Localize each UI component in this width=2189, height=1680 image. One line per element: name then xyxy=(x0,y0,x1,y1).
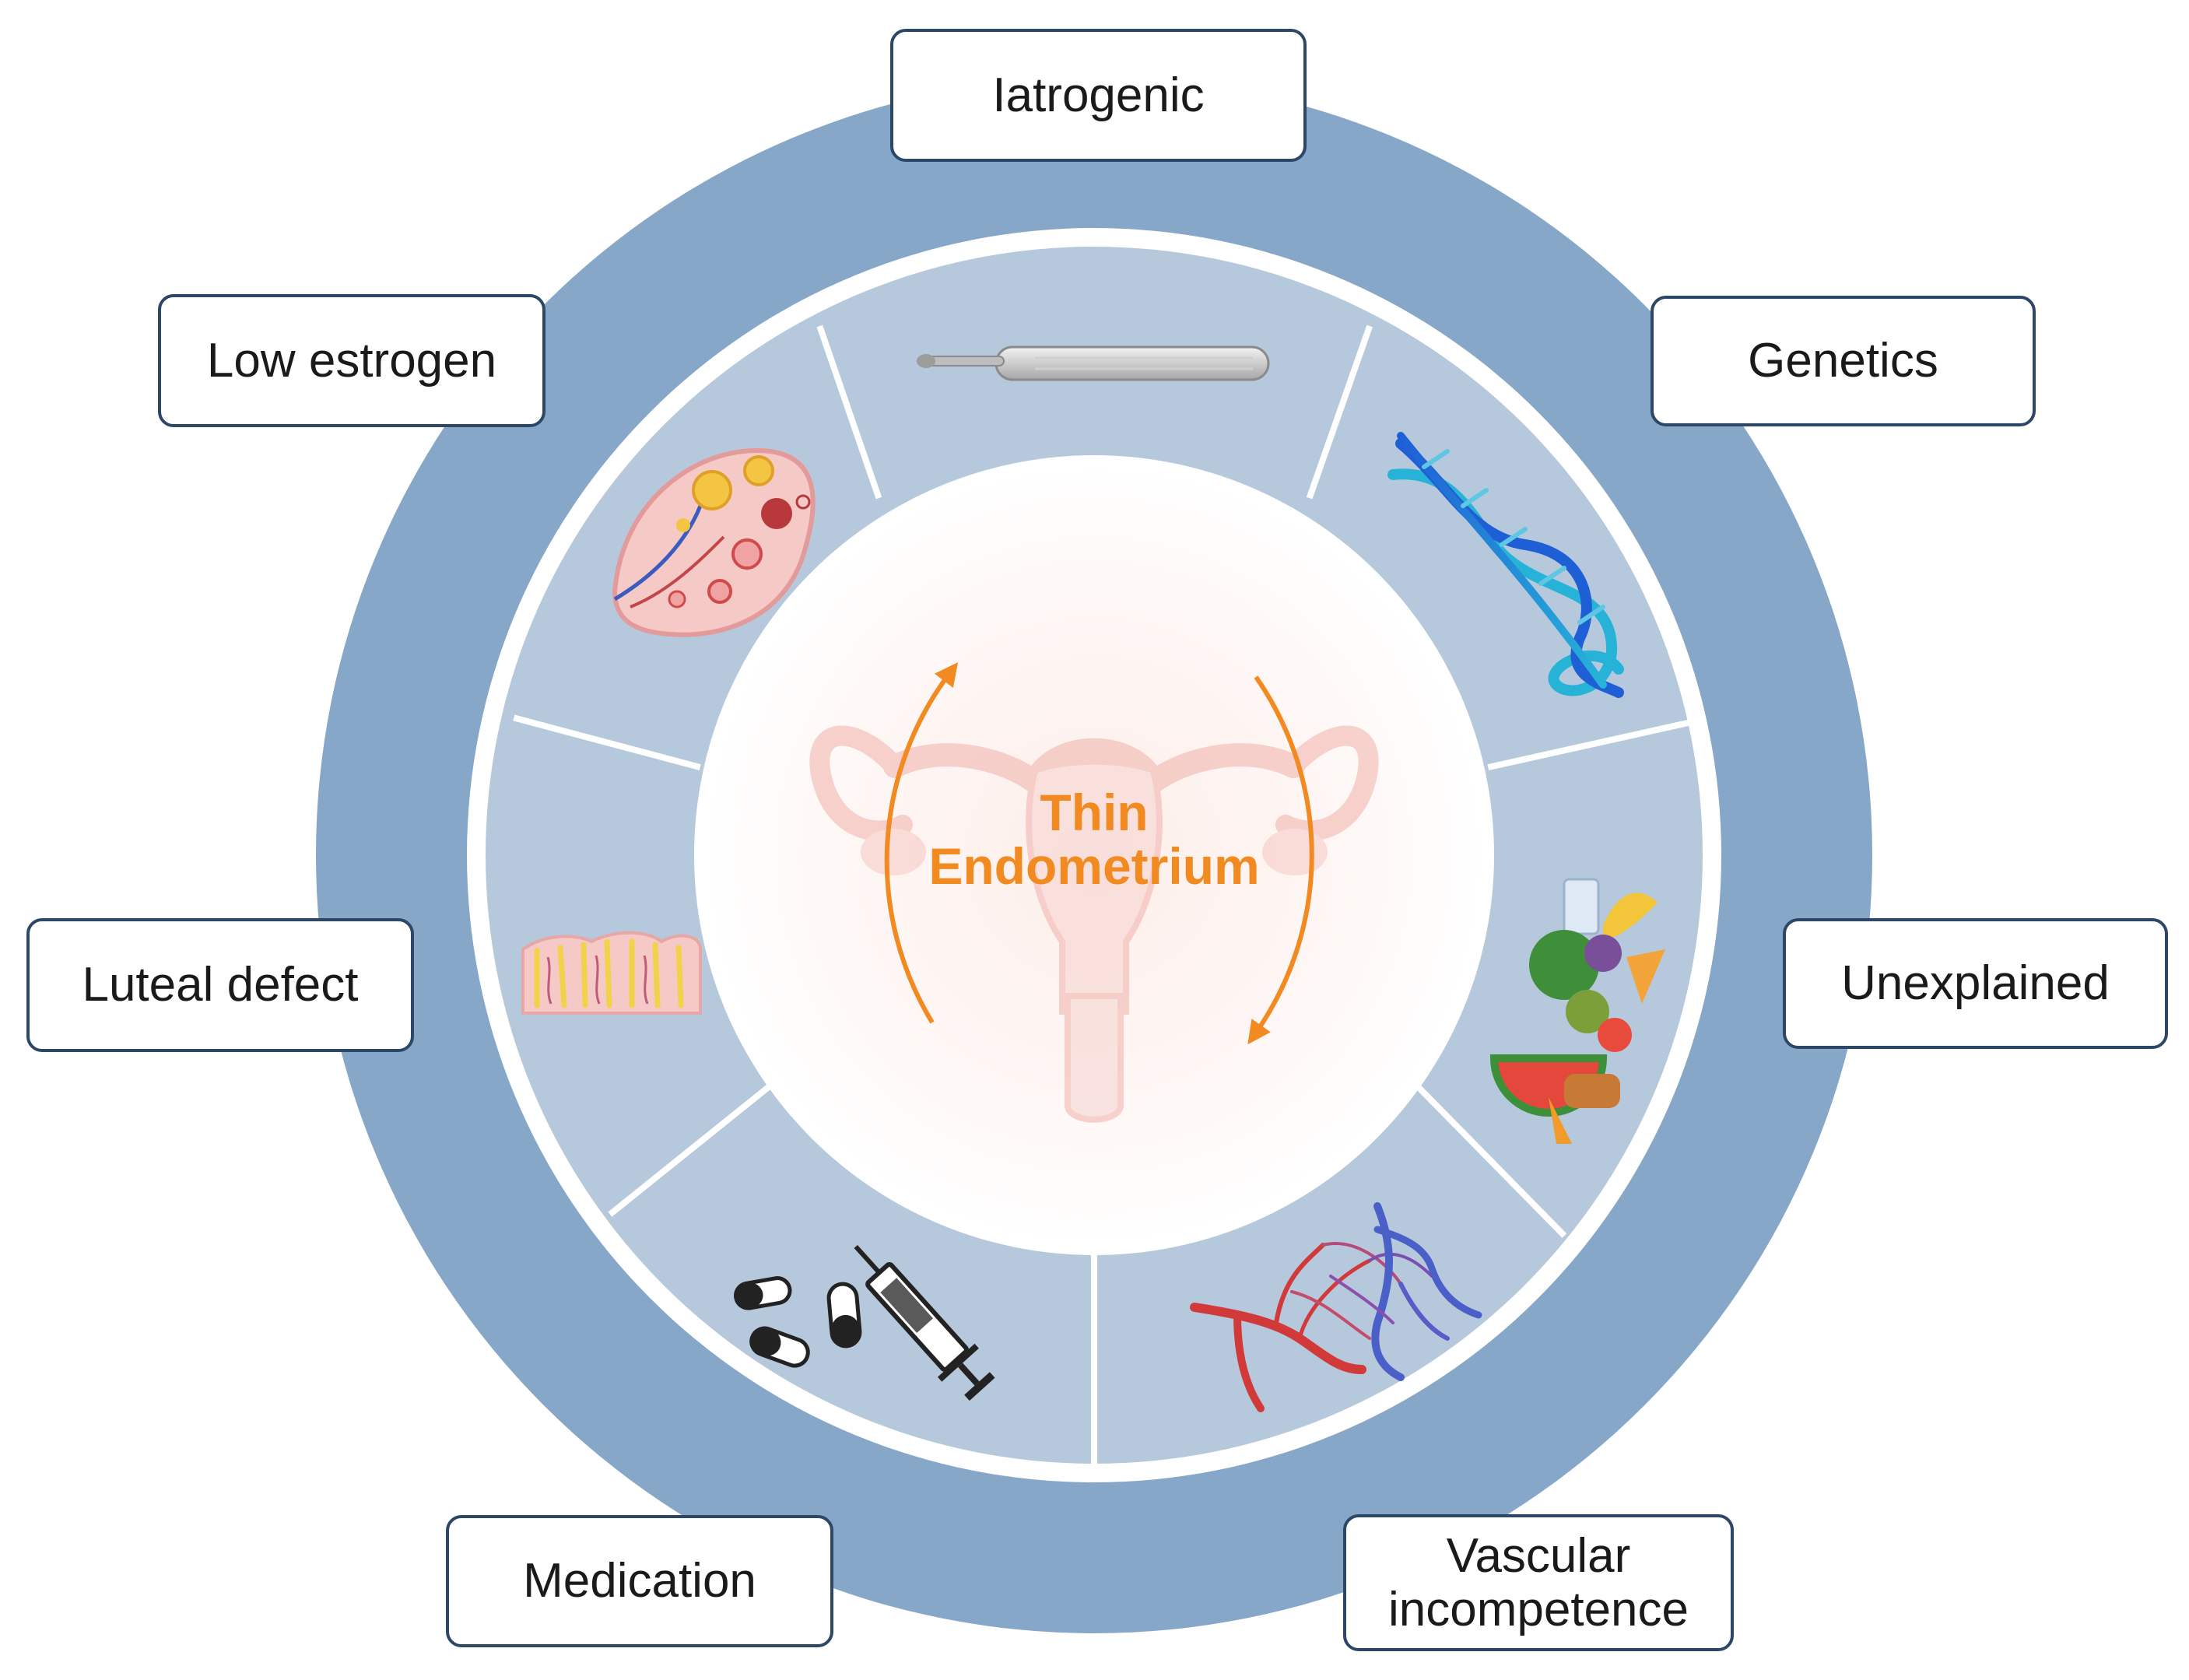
cause-label-iatrogenic: Iatrogenic xyxy=(890,29,1307,162)
center-title: Thin Endometrium xyxy=(928,784,1260,896)
cause-label-vascular-incompetence: Vascular incompetence xyxy=(1343,1514,1734,1651)
blood-vessels-icon xyxy=(1190,1202,1482,1412)
right-arrow xyxy=(1247,675,1314,1045)
cause-label-unexplained: Unexplained xyxy=(1783,918,2168,1049)
cause-label-genetics: Genetics xyxy=(1651,296,2036,426)
uterus-illustration xyxy=(809,725,1379,1123)
cause-label-medication: Medication xyxy=(446,1515,833,1647)
segment-dividers xyxy=(513,324,1689,1464)
cycle-arrows xyxy=(884,662,1314,1045)
food-icon xyxy=(1489,878,1665,1144)
endometrial-tissue-icon xyxy=(521,931,702,1015)
curette-icon xyxy=(917,345,1270,381)
left-arrow xyxy=(884,662,959,1024)
cause-label-low-estrogen: Low estrogen xyxy=(158,294,545,427)
ovary-icon xyxy=(612,448,816,637)
cause-label-luteal-defect: Luteal defect xyxy=(26,918,414,1052)
pills-syringe-icon xyxy=(734,1244,995,1401)
dna-icon xyxy=(1387,432,1624,698)
